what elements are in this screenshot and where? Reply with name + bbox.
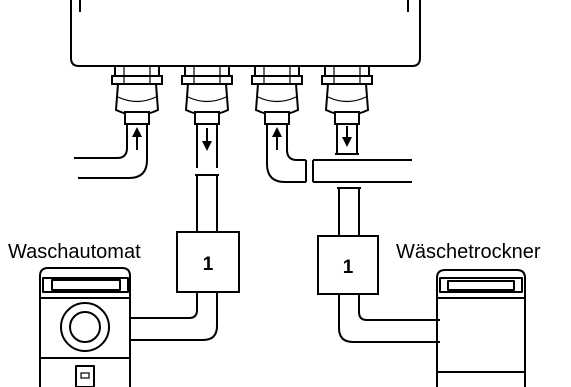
cable-4 [312,124,412,236]
washing-machine-label: Waschautomat [8,241,141,263]
cable-2 [195,124,219,232]
washing-machine [39,267,131,387]
cable-1 [74,124,148,179]
junction-box-right-label: 1 [343,257,354,278]
cable-to-washer [130,292,218,341]
cable-to-dryer [338,294,440,343]
cable-gland-4 [321,65,373,125]
housing-unit [70,0,421,67]
cable-gland-1 [111,65,163,125]
dryer-label: Wäschetrockner [396,241,541,263]
cable-gland-3 [251,65,303,125]
junction-box-left: 1 [176,231,240,293]
cable-gland-2 [181,65,233,125]
dryer [436,269,526,387]
junction-box-right: 1 [317,235,379,295]
junction-box-left-label: 1 [203,254,214,275]
cable-3 [266,124,307,183]
